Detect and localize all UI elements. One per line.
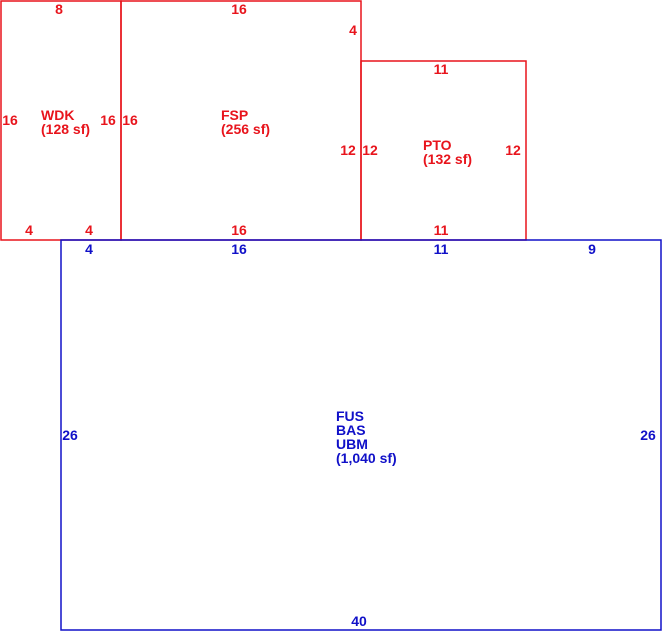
pto-right-dimension: 12: [505, 142, 521, 158]
pto-left-dimension: 12: [362, 142, 378, 158]
wdk-size: (128 sf): [41, 121, 91, 137]
pto-bottom-dimension: 11: [433, 222, 449, 238]
main-code-ubm: UBM: [336, 436, 368, 452]
pto-size: (132 sf): [423, 151, 473, 167]
main-code-bas: BAS: [336, 422, 366, 438]
wdk-top-dimension: 8: [55, 1, 63, 17]
fsp-top-dimension: 16: [231, 1, 247, 17]
fsp-left-dimension: 16: [122, 112, 138, 128]
main-top-mid-dimension: 16: [231, 241, 247, 257]
wdk-right-dimension: 16: [100, 112, 116, 128]
fsp-code: FSP: [221, 107, 249, 123]
main-outline: [60, 239, 662, 631]
main-bottom-dimension: 40: [351, 613, 367, 629]
fsp-area-label: FSP (256 sf): [221, 108, 270, 136]
main-top-pto-dimension: 11: [433, 241, 449, 257]
main-top-right-dimension: 9: [588, 241, 596, 257]
pto-area-label: PTO (132 sf): [423, 138, 472, 166]
wdk-left-dimension: 16: [2, 112, 18, 128]
main-top-left-dimension: 4: [85, 241, 93, 257]
fsp-right-dimension: 12: [340, 142, 356, 158]
wdk-bottom-right-dimension: 4: [85, 222, 93, 238]
wdk-bottom-left-dimension: 4: [25, 222, 33, 238]
wdk-code: WDK: [41, 107, 75, 123]
main-code-fus: FUS: [336, 408, 364, 424]
main-right-dimension: 26: [640, 427, 656, 443]
pto-code: PTO: [423, 137, 452, 153]
fsp-bottom-dimension: 16: [231, 222, 247, 238]
main-area-label: FUS BAS UBM (1,040 sf): [336, 409, 397, 465]
pto-top-dimension: 11: [433, 61, 449, 77]
fsp-step-dimension: 4: [349, 22, 357, 38]
main-size: (1,040 sf): [336, 450, 397, 466]
fsp-size: (256 sf): [221, 121, 271, 137]
wdk-area-label: WDK (128 sf): [41, 108, 90, 136]
main-left-dimension: 26: [62, 427, 78, 443]
